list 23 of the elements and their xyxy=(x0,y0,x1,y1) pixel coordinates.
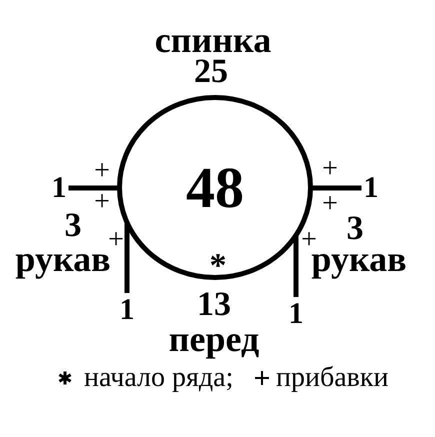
stitch-count: 1 xyxy=(52,173,66,203)
stitch-count: 3 xyxy=(64,209,82,243)
stitch-count: 48 xyxy=(186,158,244,216)
stitch-count: 25 xyxy=(194,55,228,89)
raglan-line xyxy=(68,186,120,190)
increase-mark: + xyxy=(94,157,110,185)
raglan-line xyxy=(124,222,130,293)
row-start-mark: * xyxy=(210,254,226,276)
section-label: рукав xyxy=(15,241,111,277)
raglan-line xyxy=(294,235,298,297)
stitch-count: 1 xyxy=(364,173,378,203)
raglan-line xyxy=(310,186,362,190)
increase-mark: + xyxy=(94,188,110,216)
legend-text: прибавки xyxy=(276,364,388,392)
increase-mark: + xyxy=(322,190,338,218)
increase-mark: + xyxy=(108,226,124,254)
legend-text: начало ряда; xyxy=(84,364,234,392)
section-label: перед xyxy=(168,321,260,357)
increase-mark: + xyxy=(322,155,338,183)
stitch-count: 13 xyxy=(197,288,231,322)
stitch-count: 1 xyxy=(120,295,134,325)
stitch-count: 1 xyxy=(288,299,304,329)
section-label: спинка xyxy=(154,22,272,58)
